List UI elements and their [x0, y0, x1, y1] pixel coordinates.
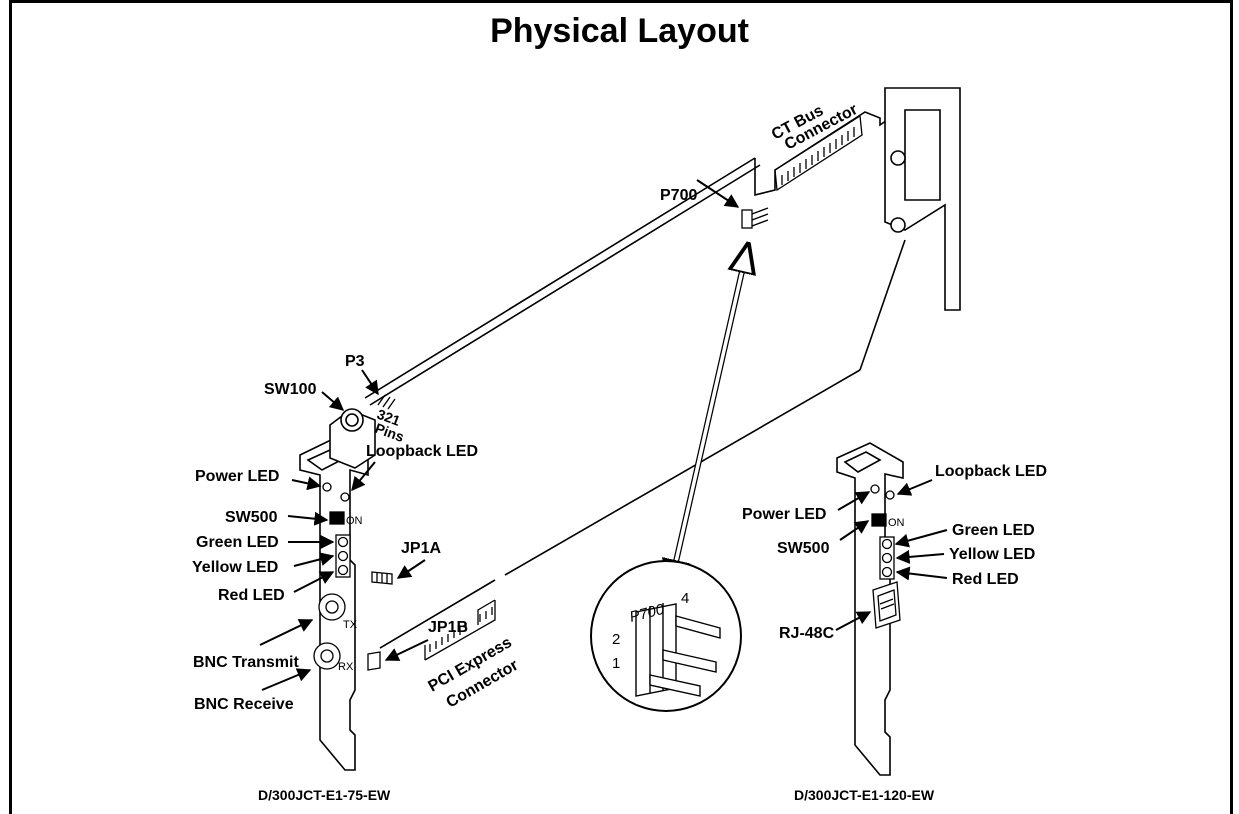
p3-pins: [377, 394, 396, 410]
right-bracket: [836, 442, 904, 776]
jp1b-jumper: [367, 651, 381, 671]
bnc-receive-arrow: [261, 668, 312, 691]
green-led-label-left: Green LED: [196, 534, 279, 551]
loopback-led-arrow-right: [896, 479, 933, 496]
caption-left-board: D/300JCT-E1-75-EW: [258, 787, 391, 803]
jp1b-label: JP1B: [428, 619, 468, 636]
jp1a-arrow: [396, 559, 426, 579]
rj48c-label: RJ-48C: [779, 625, 835, 642]
green-led-label-right: Green LED: [952, 522, 1035, 539]
bnc-transmit-label: BNC Transmit: [193, 654, 299, 671]
loopback-led-arrow-left: [351, 461, 376, 492]
jp1a-jumper: [371, 571, 393, 585]
sw500-label-right: SW500: [777, 540, 830, 557]
green-led-arrow-right: [894, 529, 948, 548]
yellow-led-arrow-right: [895, 549, 945, 564]
page-frame: [9, 0, 1233, 814]
sw500-arrow-right: [839, 520, 870, 541]
page-title: Physical Layout: [490, 12, 749, 50]
p3-arrow: [361, 369, 379, 396]
detail-pin1-label: 1: [612, 655, 620, 672]
p700-label: P700: [660, 187, 697, 204]
detail-pointer: [670, 245, 748, 588]
sw500-label-left: SW500: [225, 509, 278, 526]
power-led-arrow-right: [837, 491, 871, 511]
red-led-arrow-right: [895, 566, 948, 581]
sw100-switch: [329, 408, 376, 469]
yellow-led-label-right: Yellow LED: [949, 546, 1035, 563]
bnc-receive-label: BNC Receive: [194, 696, 294, 713]
jp1a-label: JP1A: [401, 540, 441, 557]
p700-detail-view: P700 4 2 1: [590, 560, 742, 712]
main-board-bracket: [884, 87, 961, 311]
loopback-led-label-right: Loopback LED: [935, 463, 1047, 480]
p700-header: [741, 207, 769, 229]
detail-pin2-label: 2: [612, 631, 620, 648]
red-led-arrow-left: [293, 571, 335, 593]
on-label-left: ON: [346, 515, 363, 527]
power-led-label-left: Power LED: [195, 468, 279, 485]
right-bracket-components: [870, 484, 901, 629]
p700-arrow: [696, 179, 740, 208]
tx-label: TX: [343, 619, 358, 631]
power-led-arrow-left: [291, 476, 322, 491]
yellow-led-label-left: Yellow LED: [192, 559, 278, 576]
yellow-led-arrow-left: [293, 552, 335, 567]
sw500-arrow-left: [287, 511, 329, 526]
rj48c-arrow: [835, 611, 872, 631]
pins-digits: 321: [375, 406, 403, 429]
sw100-arrow: [321, 391, 345, 411]
caption-right-board: D/300JCT-E1-120-EW: [794, 787, 935, 803]
loopback-led-label-left: Loopback LED: [366, 443, 478, 460]
jp1b-arrow: [384, 639, 429, 661]
pins-word: Pins: [373, 420, 406, 445]
detail-pin4-label: 4: [681, 590, 689, 607]
pci-express-connector: [424, 599, 496, 661]
bnc-transmit-arrow: [259, 619, 314, 646]
red-led-label-right: Red LED: [952, 571, 1019, 588]
ct-bus-connector: [774, 114, 863, 192]
left-bracket-components: [313, 482, 351, 670]
sw100-label: SW100: [264, 381, 317, 398]
p3-label: P3: [345, 353, 365, 370]
on-label-right: ON: [888, 517, 905, 529]
power-led-label-right: Power LED: [742, 506, 826, 523]
rx-label: RX: [338, 661, 354, 673]
red-led-label-left: Red LED: [218, 587, 285, 604]
